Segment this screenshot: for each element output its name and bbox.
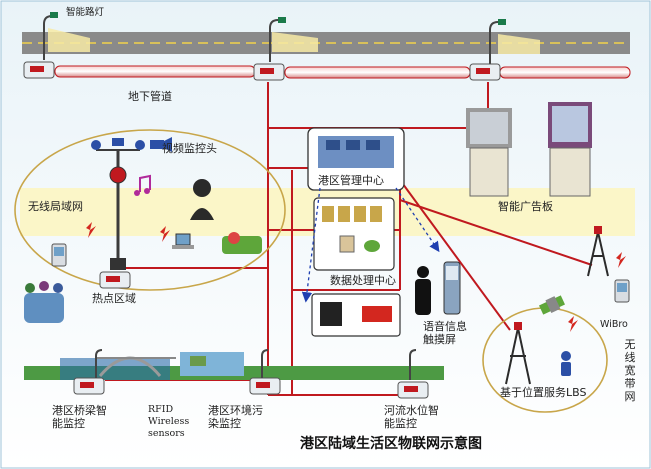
hotspot-lamp-pole: [91, 138, 145, 270]
label-hotspot-zone: 热点区域: [92, 292, 136, 305]
label-video-camera: 视频监控头: [162, 142, 217, 155]
pipe-sensor-1: [23, 61, 55, 79]
env-sensor: [249, 377, 281, 395]
road: [22, 28, 630, 54]
streetlight-1: [43, 12, 58, 60]
broadband-tower: [587, 226, 609, 277]
emergency-box: [311, 293, 401, 337]
touch-kiosk-icon: [443, 261, 461, 315]
label-voice-screen: 语音信息触摸屏: [423, 320, 467, 346]
river-sensor: [397, 381, 429, 399]
data-center: [313, 197, 395, 271]
bridge-sensor: [73, 377, 105, 395]
video-camera-icon: [150, 137, 172, 152]
bottom-lamps: [95, 349, 417, 380]
diagram-title: 港区陆域生活区物联网示意图: [300, 436, 482, 452]
label-bridge-monitor: 港区桥梁智能监控: [52, 404, 107, 430]
grass-scene-icon: [222, 232, 262, 254]
label-river-monitor: 河流水位智能监控: [384, 404, 439, 430]
label-env-monitor: 港区环境污染监控: [208, 404, 263, 430]
data-arrows: [301, 187, 440, 303]
underground-pipe: [54, 65, 631, 79]
label-lbs: 基于位置服务LBS: [500, 386, 587, 399]
people-group-icon: [24, 281, 64, 323]
lbs-tower: [505, 322, 531, 385]
management-center: [307, 127, 405, 191]
hotspot-sensor: [99, 271, 131, 289]
laptop-icon: [172, 233, 194, 249]
security-person-icon: [190, 179, 214, 220]
label-wireless-broadband: 无线宽带网: [624, 338, 636, 403]
lightning-icons: [86, 222, 626, 332]
label-wireless-lan: 无线局域网: [28, 200, 83, 213]
visitor-silhouette-icon: [415, 266, 431, 315]
billboard-1: [466, 108, 512, 197]
label-rfid: RFID Wireless sensors: [148, 404, 190, 439]
phone-icon-hotspot: [51, 243, 67, 267]
label-smart-streetlight: 智能路灯: [66, 7, 105, 18]
pipe-sensor-2: [253, 63, 285, 81]
streetlight-2: [269, 17, 286, 62]
pipe-sensor-3: [469, 63, 501, 81]
music-note-icon: [134, 174, 151, 196]
label-underground-pipe: 地下管道: [128, 90, 172, 103]
label-data-center: 数据处理中心: [330, 274, 396, 287]
person-icon-lbs: [561, 351, 571, 376]
hotspot-zone-boundary: [14, 129, 286, 291]
ground-strip: [24, 352, 444, 380]
label-wibro: WiBro: [600, 319, 628, 330]
label-smart-billboard: 智能广告板: [498, 200, 553, 213]
label-management-center: 港区管理中心: [318, 174, 384, 187]
satellite-icon: [539, 295, 565, 315]
phone-icon-lbs: [614, 279, 630, 303]
streetlight-3: [489, 19, 506, 64]
billboard-2: [548, 102, 592, 197]
